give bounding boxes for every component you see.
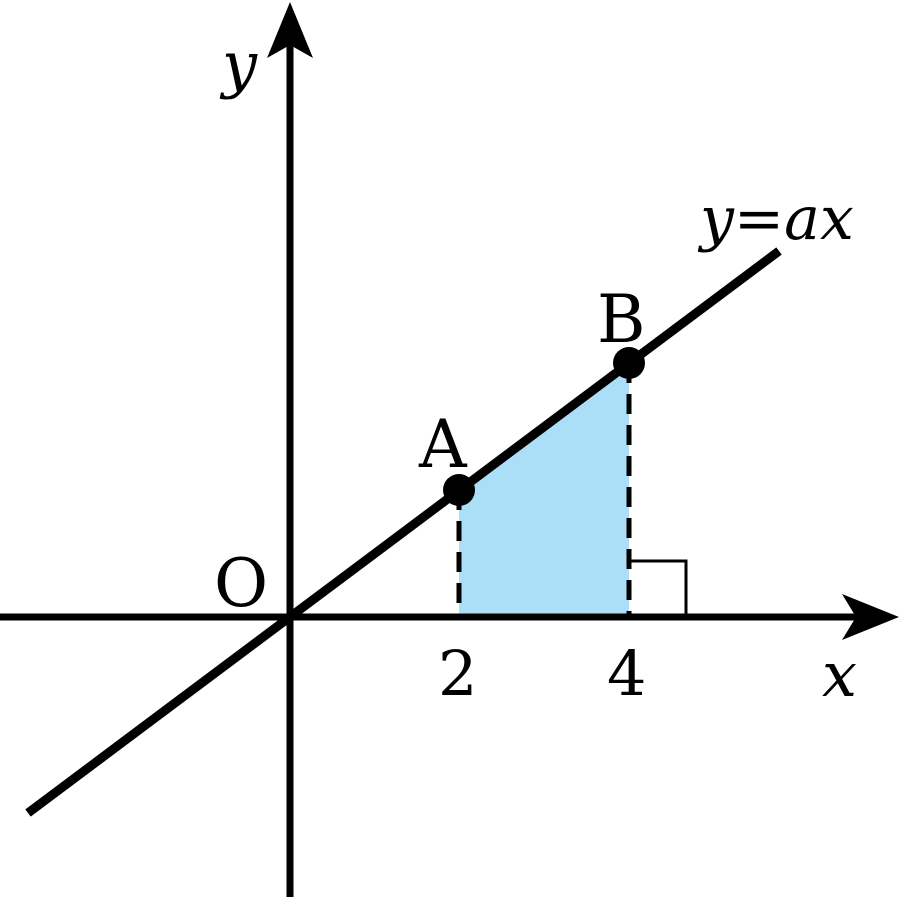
line-equation-label: y=ax [697, 184, 854, 254]
point-a-dot [443, 474, 475, 506]
tick-label-2: 2 [438, 637, 477, 710]
y-axis-arrow [267, 2, 313, 58]
point-b-label: B [597, 281, 646, 358]
right-angle-marker [629, 559, 688, 617]
origin-label: O [214, 545, 268, 622]
x-axis-arrow [842, 594, 899, 640]
shaded-region [459, 363, 629, 617]
line-y-ax [25, 247, 782, 817]
x-axis-label: x [822, 638, 857, 711]
point-a-label: A [418, 406, 468, 483]
tick-label-4: 4 [607, 637, 646, 710]
point-b-dot [613, 347, 645, 379]
y-axis-label: y [219, 28, 258, 101]
